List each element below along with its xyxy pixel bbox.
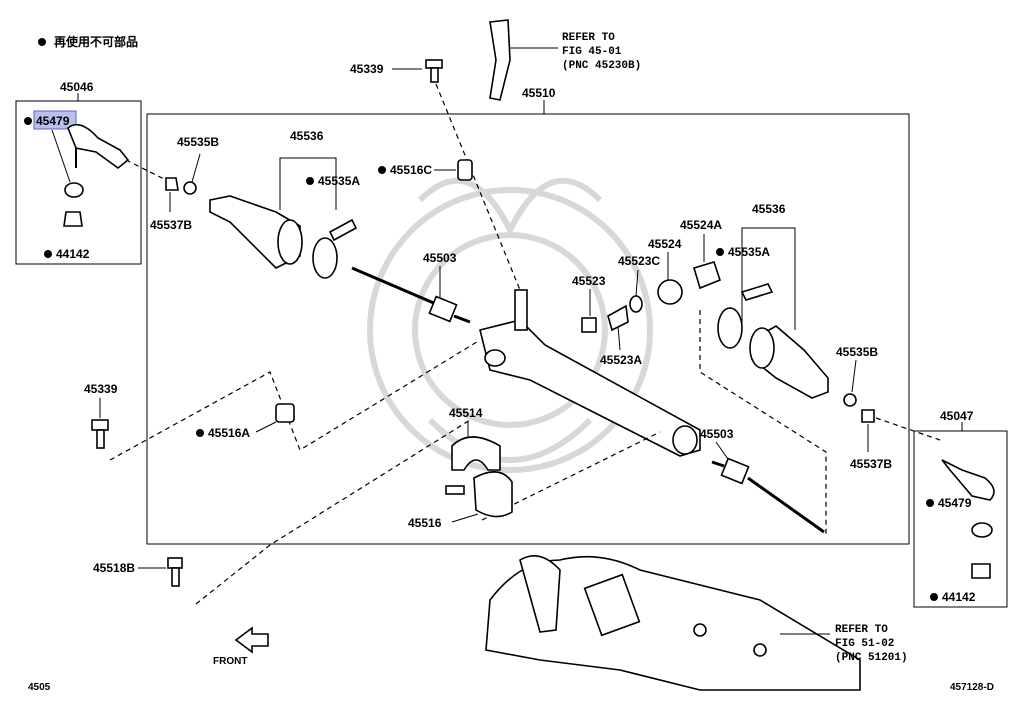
label-45524A[interactable]: 45524A [680,218,722,232]
bolt-45518B [167,557,183,587]
front-arrow-icon [234,626,269,654]
label-45523A[interactable]: 45523A [600,353,642,367]
front-label: FRONT [213,656,247,667]
tie-rod-end-left-part [63,123,130,227]
bushing-45516C [457,159,473,181]
label-45339-top[interactable]: 45339 [350,62,384,76]
tie-rod-left-part [351,266,471,324]
label-45523[interactable]: 45523 [572,274,606,288]
label-45479-right[interactable]: 45479 [938,496,972,510]
boot-right-part [717,283,829,399]
ref-top-line2[interactable]: FIG 45-01 [562,46,622,58]
boot-left-part [209,195,358,279]
label-45339-left[interactable]: 45339 [84,382,118,396]
label-45537B-right[interactable]: 45537B [850,457,892,471]
bushing-45516-part [473,471,513,518]
label-highlight [33,110,77,130]
label-45535A-right[interactable]: 45535A [728,245,770,259]
tie-rod-right-part [711,457,825,534]
label-45514[interactable]: 45514 [449,406,483,420]
locknut-45524A [693,261,721,290]
steering-rack-part [479,289,701,457]
label-45047[interactable]: 45047 [940,409,974,423]
label-45535B-left[interactable]: 45535B [177,135,219,149]
label-45516A[interactable]: 45516A [208,426,250,440]
intermediate-shaft-part [489,19,511,101]
legend-text: 再使用不可部品 [54,34,138,49]
main-assembly-frame [146,113,910,545]
bracket-45514-part [445,436,501,495]
ref-bottom-line3[interactable]: (PNC 51201) [835,652,908,664]
ref-top-line1[interactable]: REFER TO [562,32,615,44]
watermark-emblem [367,177,653,473]
label-45535B-right[interactable]: 45535B [836,345,878,359]
washer-45523C [629,295,643,313]
bolt-45339-top [425,59,443,83]
label-45537B-left[interactable]: 45537B [150,218,192,232]
ref-bottom-line2[interactable]: FIG 51-02 [835,638,894,650]
label-45536-left[interactable]: 45536 [290,129,324,143]
label-45524[interactable]: 45524 [648,237,682,251]
clip-45535B-right [843,393,857,407]
footer-left-code: 4505 [28,682,51,693]
guide-45523 [581,317,597,333]
right-tie-rod-end-frame [913,430,1008,608]
spring-45523A [607,304,629,332]
legend-bullet-icon [38,38,46,46]
bolt-45339-left [91,419,109,449]
crossmember-part [485,554,861,691]
label-45535A-left[interactable]: 45535A [318,174,360,188]
footer-right-code: 457128-D [950,682,994,693]
label-45046[interactable]: 45046 [60,80,94,94]
label-45503-right[interactable]: 45503 [700,427,734,441]
nut-45537B-right [861,409,875,423]
label-45536-right[interactable]: 45536 [752,202,786,216]
bushing-45516A [275,403,295,423]
label-45516[interactable]: 45516 [408,516,442,530]
ref-bottom-line1[interactable]: REFER TO [835,624,888,636]
plug-45524 [657,279,683,305]
label-45479-left[interactable]: 45479 [36,114,70,128]
label-45518B[interactable]: 45518B [93,561,135,575]
clip-45535B-left [165,177,197,195]
label-45516C[interactable]: 45516C [390,163,432,177]
label-45523C[interactable]: 45523C [618,254,660,268]
label-45510[interactable]: 45510 [522,86,556,100]
ref-top-line3[interactable]: (PNC 45230B) [562,60,641,72]
label-44142-right[interactable]: 44142 [942,590,976,604]
tie-rod-end-right-part [941,459,995,579]
label-45503-left[interactable]: 45503 [423,251,457,265]
label-44142-left[interactable]: 44142 [56,247,90,261]
